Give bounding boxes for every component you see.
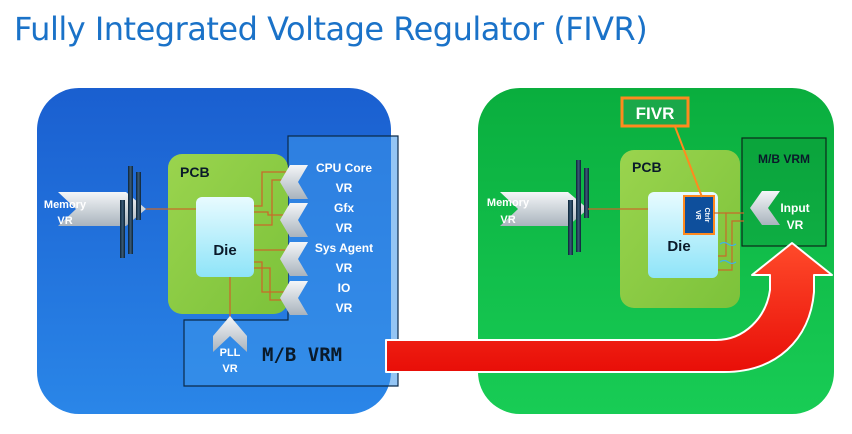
left-memory-bar [120, 200, 125, 258]
vr-controller-label: VR [694, 210, 701, 220]
pll-vr-label: PLL [220, 347, 241, 359]
sys-agent-vr-label: Sys Agent [315, 241, 373, 255]
right-memory-vr-chevron [500, 192, 588, 226]
left-power-lines [146, 171, 290, 318]
right-memory-vr-label: Memory [487, 197, 530, 209]
page-title: Fully Integrated Voltage Regulator (FIVR… [14, 10, 648, 48]
left-die-label: Die [213, 242, 236, 259]
sys-agent-vr-sublabel: VR [336, 261, 353, 275]
fivr-callout-line [673, 123, 703, 198]
left-panel: Memory VR PCB Die CPU Core VR G [37, 88, 399, 414]
left-io-vr-chevron [280, 281, 308, 315]
gfx-vr-label: Gfx [334, 201, 354, 215]
right-memory-vr-sublabel: VR [500, 214, 515, 226]
pll-vr-sublabel: VR [222, 363, 237, 375]
left-memory-bar [128, 166, 133, 254]
right-pcb-label: PCB [632, 159, 662, 175]
right-inductor-marks [719, 241, 737, 265]
io-vr-label: IO [338, 281, 351, 295]
left-cpu-core-vr-chevron [280, 165, 308, 199]
right-memory-bar [576, 160, 581, 252]
pll-vr-chevron [213, 316, 247, 352]
input-vr-sublabel: VR [787, 218, 804, 232]
left-memory-bar [136, 172, 141, 220]
right-memory-bar [568, 200, 573, 255]
left-sys-agent-vr-chevron [280, 242, 308, 276]
vr-controller-sublabel: Ctrlr [703, 208, 710, 223]
right-mb-vrm-box [741, 137, 827, 247]
input-vr-label: Input [780, 201, 809, 215]
right-memory-bar [584, 168, 589, 218]
cpu-core-vr-label: CPU Core [316, 161, 372, 175]
fivr-callout-box [620, 96, 690, 128]
vr-controller-block [683, 195, 715, 235]
input-vr-chevron [750, 191, 780, 225]
left-pcb-label: PCB [180, 164, 210, 180]
gfx-vr-sublabel: VR [336, 221, 353, 235]
left-gfx-vr-chevron [280, 203, 308, 237]
cpu-core-vr-sublabel: VR [336, 181, 353, 195]
migration-arrow [385, 242, 833, 373]
left-memory-vr-label: Memory [44, 199, 87, 211]
fivr-callout-label: FIVR [636, 104, 675, 123]
left-memory-vr-sublabel: VR [57, 215, 72, 227]
left-die [196, 197, 254, 277]
io-vr-sublabel: VR [336, 301, 353, 315]
right-mb-vrm-label: M/B VRM [758, 152, 810, 166]
left-mb-vrm-label: M/B VRM [262, 344, 342, 366]
right-die-label: Die [667, 238, 690, 255]
